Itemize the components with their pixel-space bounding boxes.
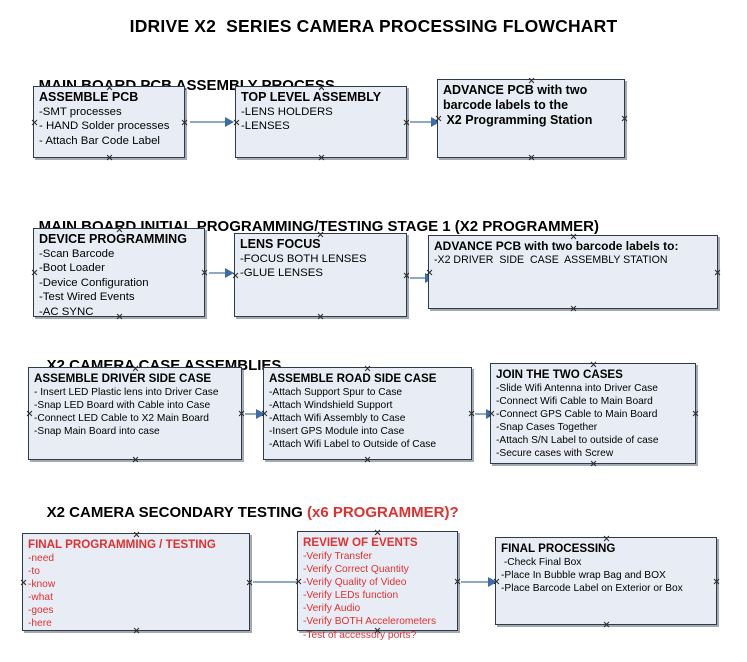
connector-handle-bottom[interactable] [132, 456, 139, 463]
box-line: -Verify Audio [303, 603, 361, 615]
box-title: ADVANCE PCB with two [443, 83, 588, 97]
arrow-road-case-to-join-cases [475, 409, 495, 419]
box-line: -what [28, 592, 53, 604]
box-line: -Verify Transfer [303, 551, 373, 562]
box-review-of-events[interactable]: REVIEW OF EVENTS -Verify Transfer -Verif… [297, 531, 458, 641]
connector-handle-left[interactable] [26, 410, 33, 417]
box-assemble-pcb[interactable]: ASSEMBLE PCB -SMT processes - HAND Solde… [33, 86, 185, 158]
box-line: -need [28, 553, 55, 564]
connector-handle-left[interactable] [20, 579, 27, 586]
box-assemble-driver-side-case[interactable]: ASSEMBLE DRIVER SIDE CASE - Insert LED P… [28, 367, 242, 460]
section-heading-secondary-testing: X2 CAMERA SECONDARY TESTING (x6 PROGRAMM… [30, 487, 459, 538]
box-line: -GLUE LENSES [240, 267, 323, 280]
box-line: -Verify Correct Quantity [303, 564, 409, 576]
box-line: -Check Final Box [501, 557, 582, 568]
box-line: -LENS HOLDERS [241, 106, 333, 118]
box-line: -Connect Wifi Cable to Main Board [496, 396, 653, 408]
box-line: -Device Configuration [39, 276, 149, 289]
box-line: -Slide Wifi Antenna into Driver Case [496, 383, 658, 394]
connector-handle-bottom[interactable] [317, 313, 324, 320]
box-line: -Secure cases with Screw [496, 448, 614, 460]
box-line: -here [28, 618, 52, 630]
box-line: -to [28, 566, 40, 578]
box-line: -know [28, 579, 56, 591]
box-line: -Place Barcode Label on Exterior or Box [501, 583, 683, 595]
box-title: JOIN THE TWO CASES [496, 368, 623, 381]
box-advance-pcb-driver-side-station[interactable]: ADVANCE PCB with two barcode labels to: … [428, 235, 718, 309]
box-title: LENS FOCUS [240, 237, 321, 251]
box-title: FINAL PROGRAMMING / TESTING [28, 538, 216, 551]
box-line: -Attach S/N Label to outside of case [496, 435, 659, 447]
page-title: IDRIVE X2 SERIES CAMERA PROCESSING FLOWC… [129, 16, 618, 36]
box-final-programming-testing[interactable]: FINAL PROGRAMMING / TESTING -need -to -k… [22, 533, 250, 631]
box-line: -Attach Wifi Assembly to Case [269, 413, 406, 425]
box-line: -Verify BOTH Accelerometers [303, 616, 437, 628]
box-line: - Insert LED Plastic lens into Driver Ca… [34, 387, 219, 398]
box-line: -Snap Cases Together [496, 422, 598, 434]
box-line: -SMT processes [39, 106, 122, 118]
box-lens-focus[interactable]: LENS FOCUS -FOCUS BOTH LENSES -GLUE LENS… [234, 233, 407, 317]
connector-handle-bottom[interactable] [528, 154, 535, 161]
connector-handle-bottom[interactable] [603, 621, 610, 628]
box-line: -Test Wired Events [39, 291, 135, 304]
box-title: ASSEMBLE PCB [39, 90, 139, 104]
box-line: -Insert GPS Module into Case [269, 426, 405, 438]
box-title: FINAL PROCESSING [501, 542, 616, 555]
box-line: -LENSES [241, 120, 290, 133]
connector-handle-bottom[interactable] [364, 456, 371, 463]
arrow-top-level-to-advance [410, 117, 440, 127]
box-line: X2 Programming Station [443, 113, 593, 127]
box-join-the-two-cases[interactable]: JOIN THE TWO CASES -Slide Wifi Antenna i… [490, 363, 696, 464]
box-line: -goes [28, 605, 54, 617]
box-line: -Verify Quality of Video [303, 577, 407, 589]
box-line: -Snap LED Board with Cable into Case [34, 400, 211, 412]
section-heading-accent: (x6 PROGRAMMER)? [306, 504, 459, 521]
box-line: -Verify LEDs function [303, 590, 399, 602]
box-line: -Connect GPS Cable to Main Board [496, 409, 658, 421]
box-title: DEVICE PROGRAMMING [39, 232, 187, 246]
box-line-overflow: -Test of accessory ports? [303, 629, 417, 641]
connector-handle-bottom[interactable] [570, 305, 577, 312]
box-line: -Place In Bubble wrap Bag and BOX [501, 570, 666, 582]
arrow-lens-focus-to-advance [410, 273, 434, 283]
section-heading-text: X2 CAMERA SECONDARY TESTING [46, 504, 307, 521]
box-line: - HAND Solder processes [39, 120, 170, 133]
box-line: barcode labels to the [443, 98, 569, 112]
box-line: -Boot Loader [39, 262, 105, 275]
box-title: ASSEMBLE DRIVER SIDE CASE [34, 372, 212, 385]
arrow-pcb-to-top-level [190, 117, 234, 127]
connector-handle-right[interactable] [714, 269, 721, 276]
connector-handle-left[interactable] [31, 269, 38, 276]
arrow-review-to-final-processing [461, 577, 497, 587]
connector-line-final-programming-right [253, 581, 297, 583]
box-line: - Attach Bar Code Label [39, 134, 160, 147]
arrow-driver-case-to-road-case [245, 409, 265, 419]
box-line: -FOCUS BOTH LENSES [240, 253, 367, 265]
arrow-device-programming-to-lens-focus [209, 268, 234, 278]
connector-handle-left[interactable] [31, 119, 38, 126]
box-top-level-assembly[interactable]: TOP LEVEL ASSEMBLY -LENS HOLDERS -LENSES [235, 86, 407, 158]
box-line: -Scan Barcode [39, 248, 115, 260]
box-title: ADVANCE PCB with two barcode labels to: [434, 239, 679, 253]
box-line: -Snap Main Board into case [34, 426, 160, 438]
box-advance-pcb-programming-station[interactable]: ADVANCE PCB with two barcode labels to t… [437, 79, 625, 158]
box-line: -AC SYNC [39, 305, 94, 318]
box-title: ASSEMBLE ROAD SIDE CASE [269, 372, 437, 385]
box-line: -Connect LED Cable to X2 Main Board [34, 413, 209, 425]
box-assemble-road-side-case[interactable]: ASSEMBLE ROAD SIDE CASE -Attach Support … [263, 367, 472, 460]
box-line: -Attach Support Spur to Case [269, 387, 403, 398]
box-line: -Attach Windshield Support [269, 400, 393, 412]
box-line: -Attach Wifi Label to Outside of Case [269, 439, 437, 451]
box-device-programming[interactable]: DEVICE PROGRAMMING -Scan Barcode -Boot L… [31, 228, 205, 318]
box-final-processing[interactable]: FINAL PROCESSING -Check Final Box -Place… [495, 537, 717, 625]
box-line: -X2 DRIVER SIDE CASE ASSEMBLY STATION [434, 254, 668, 266]
connector-handle-bottom[interactable] [318, 154, 325, 161]
box-title: REVIEW OF EVENTS [303, 536, 418, 549]
connector-handle-bottom[interactable] [106, 154, 113, 161]
box-title: TOP LEVEL ASSEMBLY [241, 90, 382, 104]
